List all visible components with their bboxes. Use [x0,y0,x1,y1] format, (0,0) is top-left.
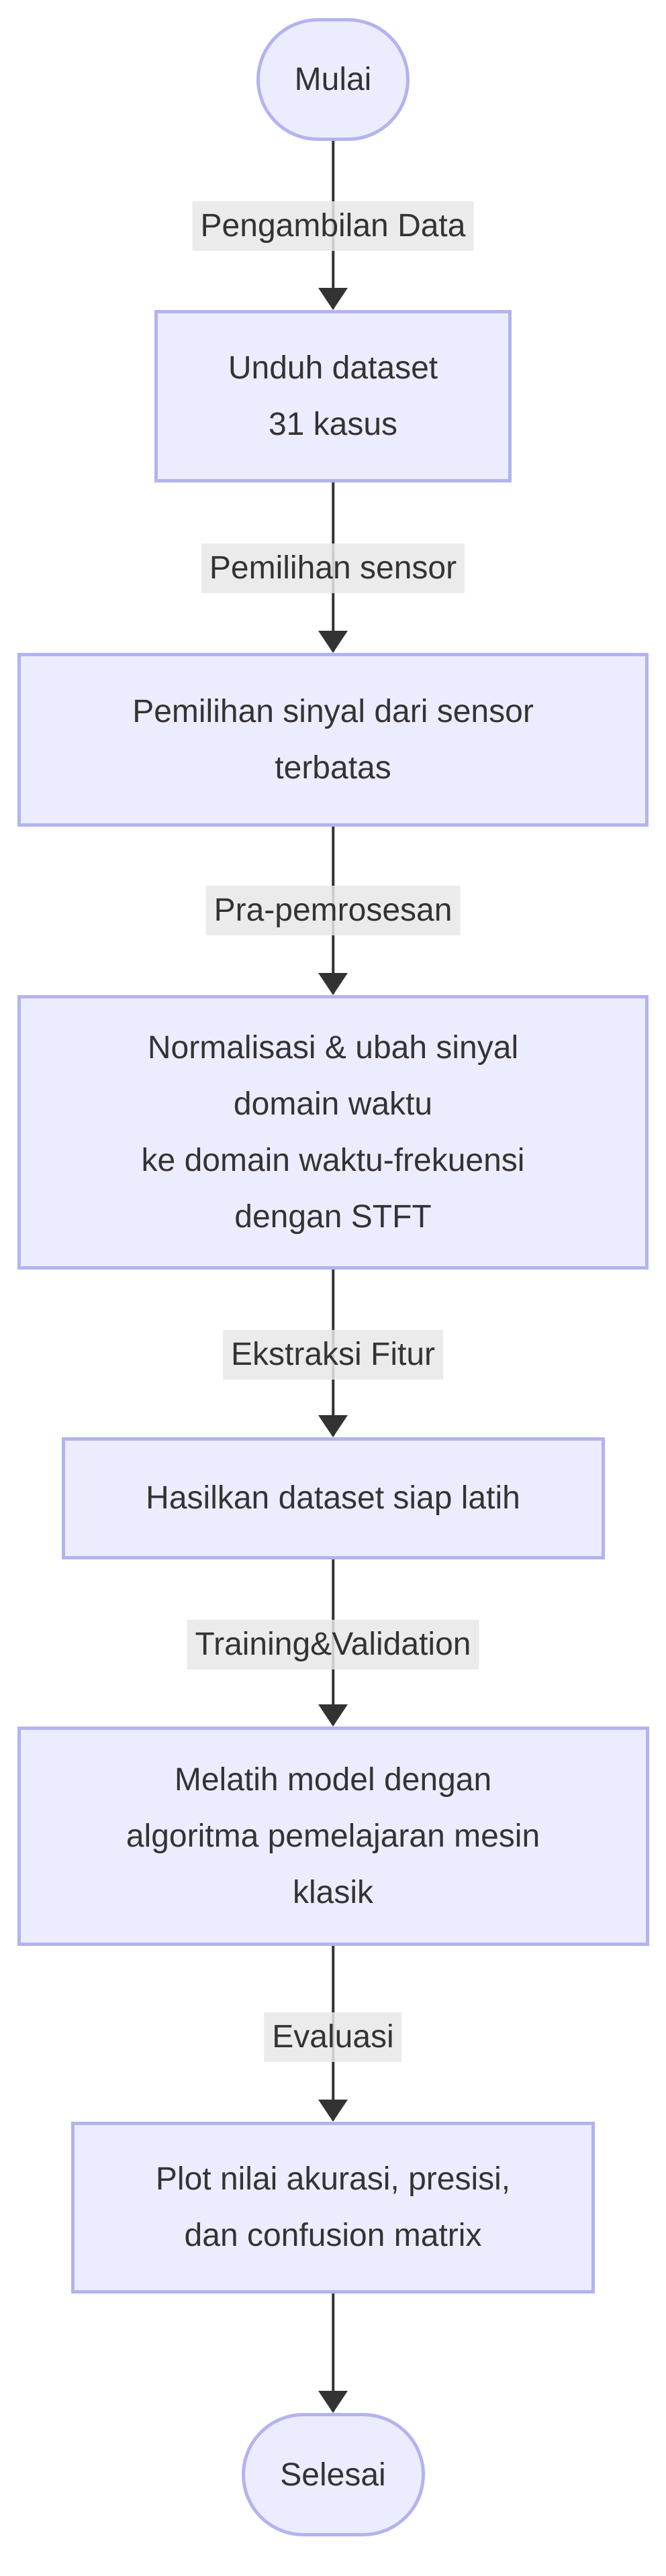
edge-to-selesai [0,2294,666,2413]
box-text-line: dan confusion matrix [184,2218,482,2253]
edge-label: Training&Validation [187,1620,479,1669]
box-text-line: terbatas [275,750,391,786]
edge-label: Ekstraksi Fitur [222,1330,444,1380]
arrowhead-icon [318,631,348,653]
arrowhead-icon [318,1704,348,1727]
edge-training-validation: Training&Validation [0,1559,666,1727]
edge-pemilihan-sensor: Pemilihan sensor [0,482,666,653]
edge-ekstraksi-fitur: Ekstraksi Fitur [0,1270,666,1437]
box-text-line: Melatih model dengan [174,1761,492,1798]
edge-pengambilan-data: Pengambilan Data [0,141,666,310]
box-text-line: Plot nilai akurasi, presisi, [155,2161,511,2197]
box-text-line: dengan STFT [234,1198,432,1235]
arrowhead-icon [318,2391,348,2413]
box-text-line: 31 kasus [268,406,398,442]
edge-evaluasi: Evaluasi [0,1946,666,2122]
end-node-label: Selesai [280,2457,386,2493]
box-text-line: algoritma pemelajaran mesin [126,1818,540,1854]
edge-pra-pemrosesan: Pra-pemrosesan [0,827,666,995]
process-dataset-siap-latih: Hasilkan dataset siap latih [61,1437,605,1559]
box-text-line: domain waktu [233,1086,433,1122]
arrowhead-icon [318,1415,348,1437]
box-text-line: Unduh dataset [228,350,438,386]
arrowhead-icon [318,973,348,995]
box-text-line: klasik [292,1874,374,1910]
arrowhead-icon [318,288,348,310]
edge-label: Pra-pemrosesan [205,886,461,935]
process-plot-evaluasi: Plot nilai akurasi, presisi, dan confusi… [71,2122,595,2294]
box-text-line: Hasilkan dataset siap latih [146,1480,520,1516]
edge-label: Evaluasi [264,2012,402,2062]
edge-label: Pengambilan Data [192,201,474,251]
box-text-line: ke domain waktu-frekuensi [141,1142,525,1178]
start-node: Mulai [256,18,410,141]
start-node-label: Mulai [294,62,372,97]
process-pemilihan-sinyal: Pemilihan sinyal dari sensor terbatas [17,653,649,827]
process-normalisasi-stft: Normalisasi & ubah sinyal domain waktu k… [17,995,649,1270]
arrowhead-icon [318,2100,348,2122]
process-melatih-model: Melatih model dengan algoritma pemelajar… [17,1727,649,1946]
process-unduh-dataset: Unduh dataset 31 kasus [154,310,512,482]
edge-line [332,2294,334,2412]
box-text-line: Pemilihan sinyal dari sensor [132,693,534,729]
box-text-line: Normalisasi & ubah sinyal [147,1029,519,1066]
end-node: Selesai [241,2413,425,2536]
edge-label: Pemilihan sensor [201,544,465,593]
